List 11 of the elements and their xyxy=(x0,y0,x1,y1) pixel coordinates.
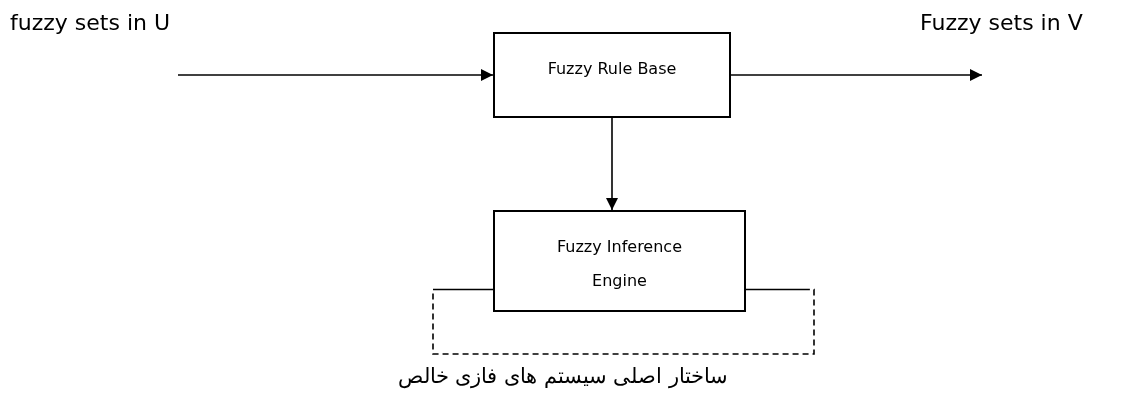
arrow xyxy=(606,117,618,211)
caption: ساختار اصلی سیستم های فازی خالص xyxy=(397,364,729,388)
process-box xyxy=(493,32,731,118)
arrow xyxy=(730,69,983,81)
box-label: Fuzzy Rule Base xyxy=(547,58,677,80)
process-box xyxy=(493,210,746,312)
set-label: fuzzy sets in U xyxy=(10,10,171,35)
set-label: Fuzzy sets in V xyxy=(920,10,1083,35)
arrow xyxy=(177,69,494,81)
feedback-loop xyxy=(432,288,815,355)
box-label: Fuzzy Inference Engine xyxy=(556,236,683,292)
